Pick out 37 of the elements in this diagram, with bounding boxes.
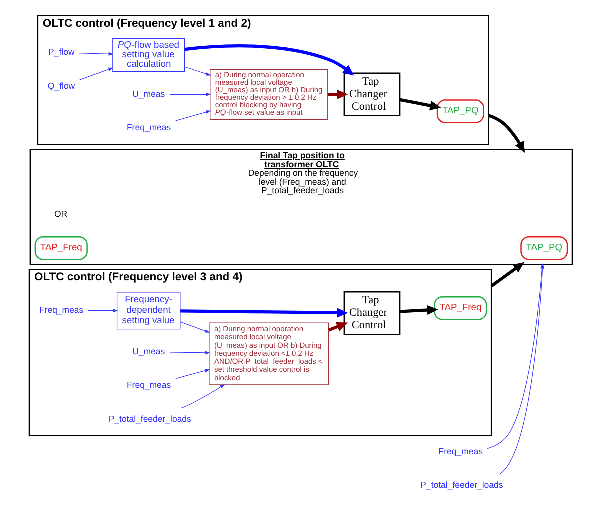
node-box: TAP_PQ <box>436 100 484 124</box>
arrow <box>170 351 210 355</box>
node-text: Freq_meas <box>126 380 172 390</box>
node-text: Q_flow <box>48 80 76 91</box>
node-box: PQ-flow based setting value calculation <box>112 38 186 72</box>
arrow <box>181 384 226 409</box>
node-text: OR <box>54 208 68 219</box>
node-box: TAP_PQ <box>520 236 568 260</box>
node-text: P_flow <box>48 47 75 58</box>
node-box: Tap Changer Control <box>344 292 401 336</box>
node-box: Tap Changer Control <box>344 72 401 117</box>
arrow <box>184 44 354 76</box>
arrow <box>400 305 438 316</box>
arrow <box>180 308 348 318</box>
arrow <box>176 110 212 122</box>
arrow <box>180 322 210 333</box>
node-text: U_meas <box>132 346 166 356</box>
arrow <box>170 92 212 96</box>
arrow <box>488 114 526 154</box>
node-box: TAP_Freq <box>34 236 88 260</box>
arrow <box>490 262 525 288</box>
node-text: U_meas <box>132 88 166 99</box>
node-box: Frequency-dependent setting value <box>116 292 181 330</box>
arrow <box>176 369 210 380</box>
arrow <box>328 90 348 100</box>
node-text: Freq_meas <box>39 305 84 316</box>
arrow <box>80 68 114 80</box>
node-text: Freq_meas <box>438 446 483 456</box>
node-text: P_total_feeder_loads <box>108 414 192 424</box>
arrow <box>88 309 118 313</box>
node-text: Freq_meas <box>126 122 172 133</box>
node-text: P_total_feeder_loads <box>420 480 504 490</box>
arrow <box>328 322 348 332</box>
node-box: TAP_Freq <box>434 296 488 320</box>
arrow <box>400 98 442 111</box>
arrow <box>78 52 114 56</box>
arrow <box>184 66 212 76</box>
